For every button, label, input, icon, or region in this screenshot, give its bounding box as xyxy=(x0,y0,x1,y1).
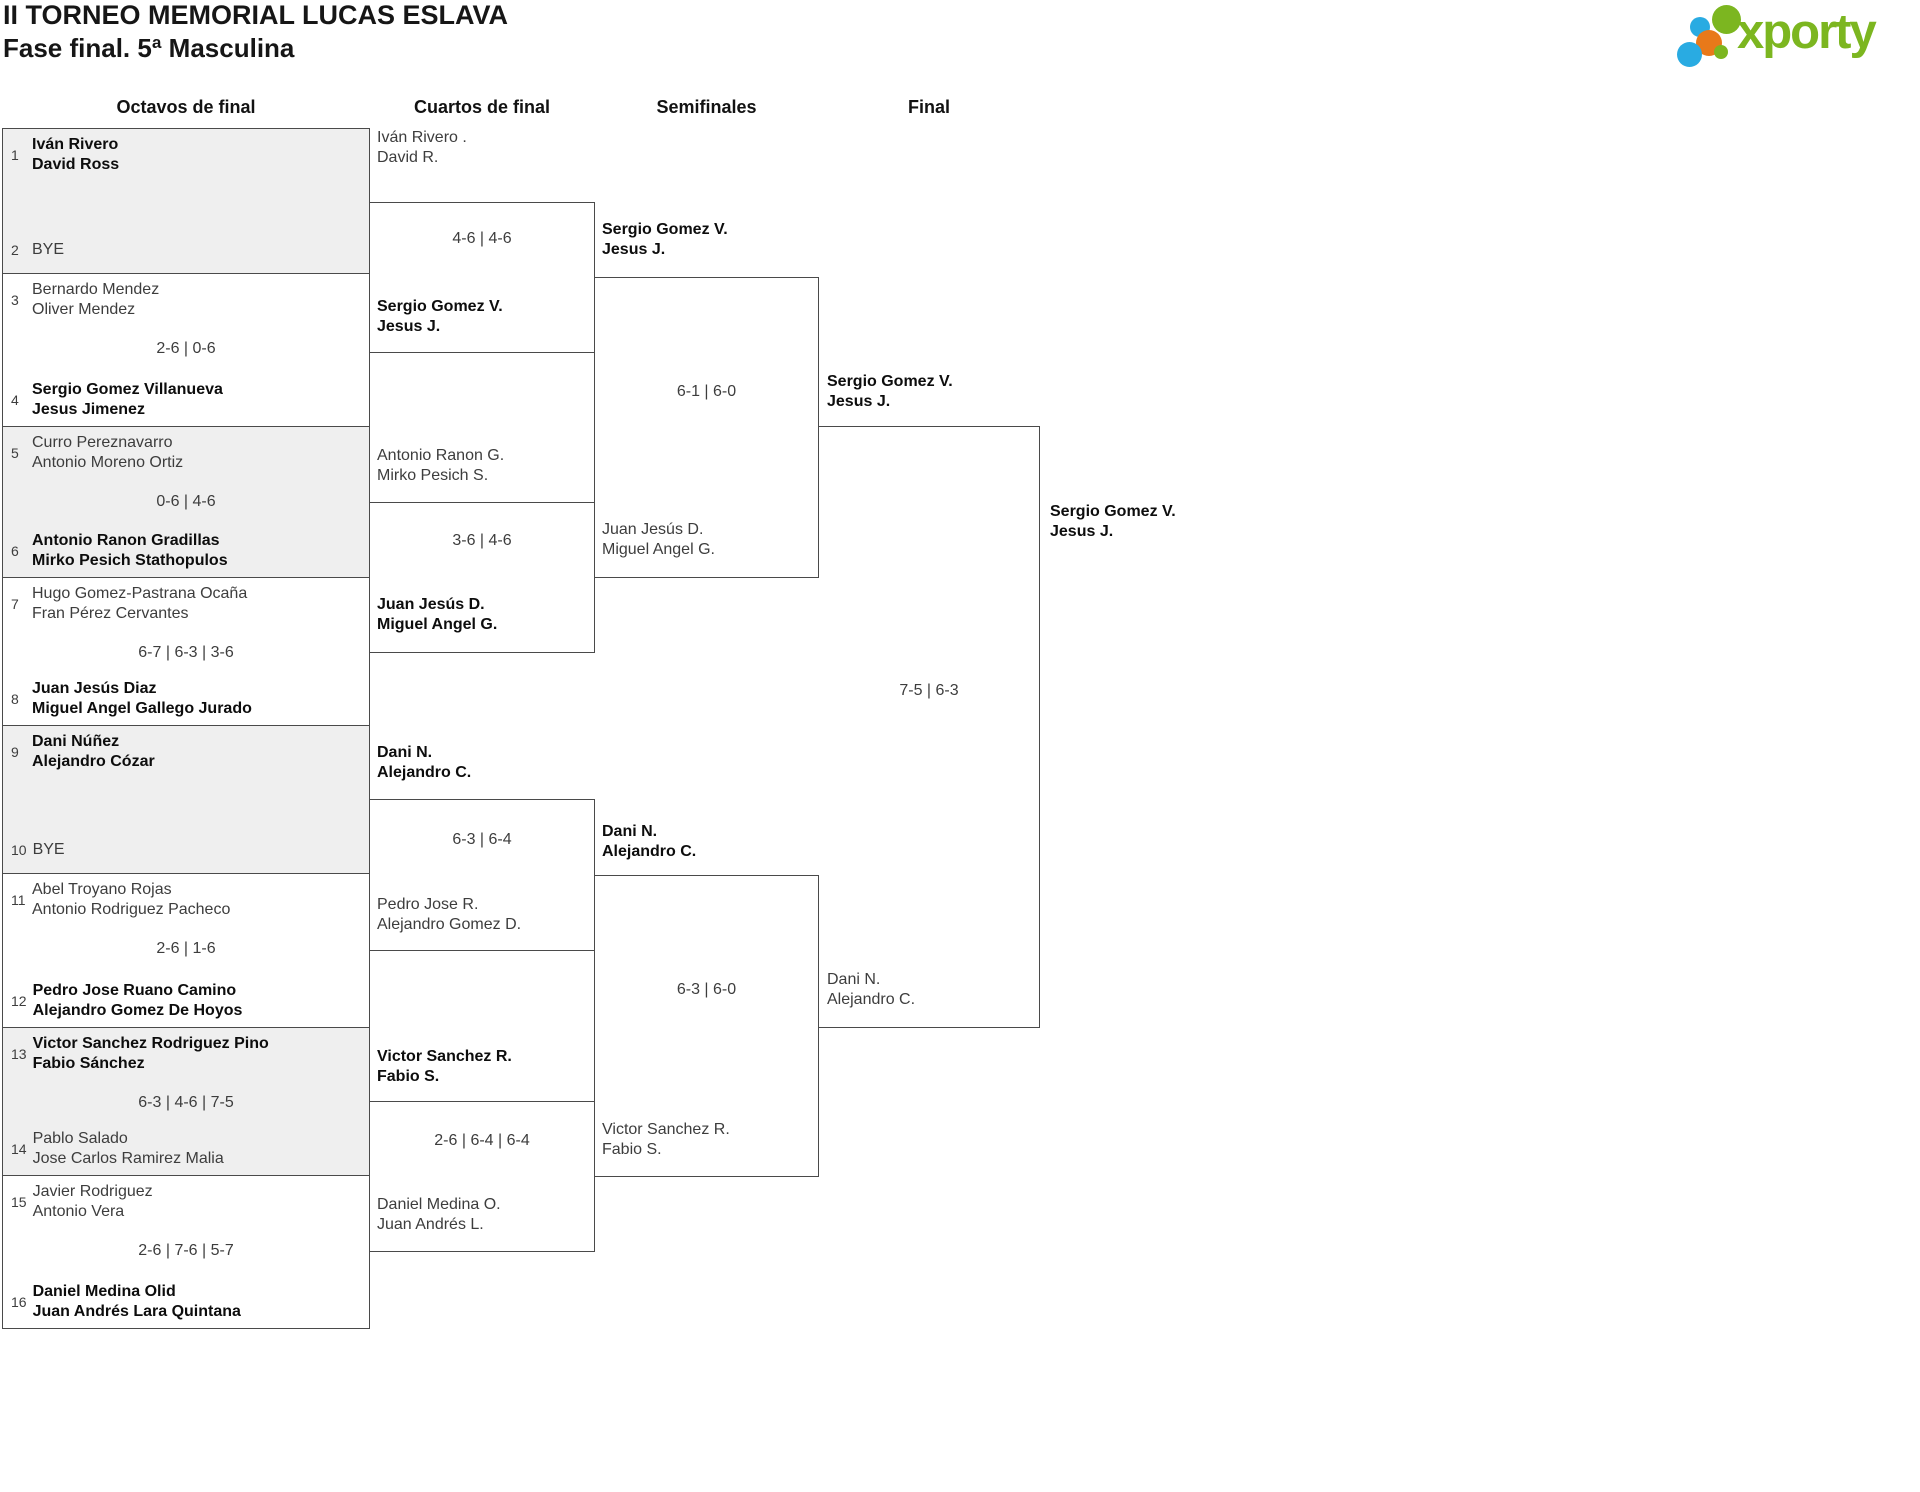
team-slot: 8 Juan Jesús Diaz Miguel Angel Gallego J… xyxy=(11,679,365,719)
team-slot: 6 Antonio Ranon Gradillas Mirko Pesich S… xyxy=(11,531,365,571)
match-box-r16-1: 1 Iván Rivero David Ross 2 BYE xyxy=(3,129,369,274)
team-slot: 14 Pablo Salado Jose Carlos Ramirez Mali… xyxy=(11,1129,365,1169)
seed-number: 6 xyxy=(11,543,19,559)
seed-number: 2 xyxy=(11,242,19,258)
logo-wordmark: xporty xyxy=(1737,5,1877,59)
page-title: II TORNEO MEMORIAL LUCAS ESLAVA xyxy=(3,0,509,30)
team-label-sf1-top: Sergio Gomez V.Jesus J. xyxy=(602,221,728,258)
team-slot: 16 Daniel Medina Olid Juan Andrés Lara Q… xyxy=(11,1282,365,1322)
seed-number: 1 xyxy=(11,147,19,163)
match-score: 2-6 | 1-6 xyxy=(156,940,216,957)
team-name: BYE xyxy=(32,241,65,258)
match-score: 2-6 | 7-6 | 5-7 xyxy=(138,1242,234,1259)
team-slot: 10 BYE xyxy=(11,840,365,860)
logo-dot-blue-big xyxy=(1677,42,1702,67)
team-slot: 12 Pedro Jose Ruano Camino Alejandro Gom… xyxy=(11,981,365,1021)
team-name: Abel Troyano Rojas Antonio Rodriguez Pac… xyxy=(32,881,231,918)
team-slot: 7 Hugo Gomez-Pastrana Ocaña Fran Pérez C… xyxy=(11,584,365,624)
team-slot: 13 Victor Sanchez Rodriguez Pino Fabio S… xyxy=(11,1034,365,1074)
match-box-sf1 xyxy=(594,277,819,578)
team-label-final-top: Sergio Gomez V.Jesus J. xyxy=(827,373,953,410)
team-label-sf1-bottom: Juan Jesús D.Miguel Angel G. xyxy=(602,521,715,558)
team-name: Victor Sanchez Rodriguez Pino Fabio Sánc… xyxy=(32,1035,269,1072)
match-score-final: 7-5 | 6-3 xyxy=(899,682,959,699)
team-label-qf1-bottom: Sergio Gomez V.Jesus J. xyxy=(377,298,503,335)
team-name: BYE xyxy=(32,841,65,858)
logo-dot-green-small xyxy=(1714,45,1728,59)
seed-number: 15 xyxy=(11,1194,27,1210)
match-box-r16-4: 7 Hugo Gomez-Pastrana Ocaña Fran Pérez C… xyxy=(3,578,369,726)
team-name: Antonio Ranon Gradillas Mirko Pesich Sta… xyxy=(32,532,228,569)
team-name: Dani Núñez Alejandro Cózar xyxy=(32,733,155,770)
round-header-cuartos: Cuartos de final xyxy=(413,97,551,117)
seed-number: 10 xyxy=(11,842,27,858)
team-name: Juan Jesús Diaz Miguel Angel Gallego Jur… xyxy=(32,680,252,717)
team-label-sf2-top: Dani N.Alejandro C. xyxy=(602,823,697,860)
team-name: Sergio Gomez Villanueva Jesus Jimenez xyxy=(32,381,223,418)
team-slot: 1 Iván Rivero David Ross xyxy=(11,135,365,175)
round-header-final: Final xyxy=(907,97,950,117)
round-of-16-column: 1 Iván Rivero David Ross 2 BYE 3 Bernard… xyxy=(2,128,370,1329)
team-label-sf2-bottom: Victor Sanchez R.Fabio S. xyxy=(602,1121,730,1158)
team-name: Bernardo Mendez Oliver Mendez xyxy=(32,281,160,318)
round-header-semifinales: Semifinales xyxy=(656,97,757,117)
team-slot: 11 Abel Troyano Rojas Antonio Rodriguez … xyxy=(11,880,365,920)
seed-number: 5 xyxy=(11,445,19,461)
seed-number: 8 xyxy=(11,691,19,707)
team-label-qf3-bottom: Pedro Jose R.Alejandro Gomez D. xyxy=(377,896,522,933)
seed-number: 14 xyxy=(11,1141,27,1157)
team-label-qf3-top: Dani N.Alejandro C. xyxy=(377,744,472,781)
team-slot: 2 BYE xyxy=(11,240,365,260)
team-name: Daniel Medina Olid Juan Andrés Lara Quin… xyxy=(32,1283,241,1320)
match-score: 2-6 | 0-6 xyxy=(156,340,216,357)
seed-number: 16 xyxy=(11,1294,27,1310)
logo-dot-green-big xyxy=(1712,5,1741,34)
match-box-r16-2: 3 Bernardo Mendez Oliver Mendez 2-6 | 0-… xyxy=(3,274,369,427)
team-name: Hugo Gomez-Pastrana Ocaña Fran Pérez Cer… xyxy=(32,585,248,622)
team-name: Pedro Jose Ruano Camino Alejandro Gomez … xyxy=(32,982,243,1019)
champion-label: Sergio Gomez V.Jesus J. xyxy=(1050,503,1176,540)
seed-number: 13 xyxy=(11,1046,27,1062)
team-name: Pablo Salado Jose Carlos Ramirez Malia xyxy=(32,1130,224,1167)
match-score: 6-3 | 4-6 | 7-5 xyxy=(138,1094,234,1111)
team-label-final-bottom: Dani N.Alejandro C. xyxy=(827,971,916,1008)
team-label-qf2-bottom: Juan Jesús D.Miguel Angel G. xyxy=(377,596,498,633)
team-name: Javier Rodriguez Antonio Vera xyxy=(32,1183,153,1220)
seed-number: 12 xyxy=(11,993,27,1009)
match-score-qf3: 6-3 | 6-4 xyxy=(452,831,512,848)
match-score-sf1: 6-1 | 6-0 xyxy=(676,383,737,400)
team-slot: 4 Sergio Gomez Villanueva Jesus Jimenez xyxy=(11,380,365,420)
team-slot: 3 Bernardo Mendez Oliver Mendez xyxy=(11,280,365,320)
match-box-r16-8: 15 Javier Rodriguez Antonio Vera 2-6 | 7… xyxy=(3,1176,369,1328)
team-label-qf4-bottom: Daniel Medina O.Juan Andrés L. xyxy=(377,1196,501,1233)
seed-number: 7 xyxy=(11,596,19,612)
match-box-r16-6: 11 Abel Troyano Rojas Antonio Rodriguez … xyxy=(3,874,369,1028)
team-slot: 5 Curro Pereznavarro Antonio Moreno Orti… xyxy=(11,433,365,473)
seed-number: 4 xyxy=(11,392,19,408)
xporty-logo[interactable]: xporty xyxy=(1670,0,1915,78)
seed-number: 3 xyxy=(11,292,19,308)
match-box-sf2 xyxy=(594,875,819,1177)
team-slot: 15 Javier Rodriguez Antonio Vera xyxy=(11,1182,365,1222)
match-box-r16-3: 5 Curro Pereznavarro Antonio Moreno Orti… xyxy=(3,427,369,578)
team-name: Curro Pereznavarro Antonio Moreno Ortiz xyxy=(32,434,184,471)
match-score-qf1: 4-6 | 4-6 xyxy=(452,230,512,247)
match-score: 6-7 | 6-3 | 3-6 xyxy=(138,644,234,661)
team-label-qf1-top: Iván Rivero .David R. xyxy=(377,129,467,166)
match-box-final xyxy=(818,426,1040,1028)
match-score-sf2: 6-3 | 6-0 xyxy=(676,981,737,998)
seed-number: 9 xyxy=(11,744,19,760)
team-label-qf4-top: Victor Sanchez R.Fabio S. xyxy=(377,1048,512,1085)
team-label-qf2-top: Antonio Ranon G.Mirko Pesich S. xyxy=(377,447,505,484)
match-box-r16-7: 13 Victor Sanchez Rodriguez Pino Fabio S… xyxy=(3,1028,369,1176)
team-slot: 9 Dani Núñez Alejandro Cózar xyxy=(11,732,365,772)
match-score-qf4: 2-6 | 6-4 | 6-4 xyxy=(434,1132,530,1149)
match-score: 0-6 | 4-6 xyxy=(156,493,216,510)
team-name: Iván Rivero David Ross xyxy=(32,136,120,173)
seed-number: 11 xyxy=(11,892,26,908)
match-score-qf2: 3-6 | 4-6 xyxy=(452,532,512,549)
page-subtitle: Fase final. 5ª Masculina xyxy=(3,33,295,63)
round-header-octavos: Octavos de final xyxy=(116,97,256,117)
match-box-r16-5: 9 Dani Núñez Alejandro Cózar 10 BYE xyxy=(3,726,369,874)
